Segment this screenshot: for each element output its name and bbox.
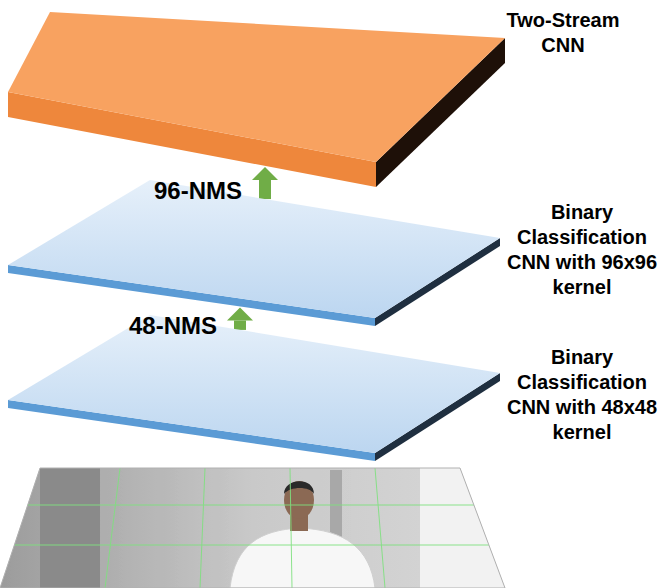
slab-shape xyxy=(8,315,500,461)
slab-top xyxy=(8,180,500,318)
slab-top xyxy=(8,315,500,453)
arrow-shaft xyxy=(234,321,246,330)
classifier-layer: Binary Classification CNN with 96x96 ker… xyxy=(8,180,500,326)
slab-top xyxy=(8,12,505,162)
flow-arrow xyxy=(252,167,278,199)
nms-label: 96-NMS xyxy=(154,177,242,206)
person-hair xyxy=(284,481,314,494)
grid-lines xyxy=(0,468,505,588)
video-frame xyxy=(0,468,510,588)
layer-caption: Binary Classification CNN with 96x96 ker… xyxy=(503,200,661,300)
network-block: Two-Stream CNN xyxy=(8,12,505,187)
classifier-layer: Binary Classification CNN with 48x48 ker… xyxy=(8,315,500,461)
layer-caption: Binary Classification CNN with 48x48 ker… xyxy=(503,345,661,445)
nms-label: 48-NMS xyxy=(129,312,217,341)
slab-shape xyxy=(8,12,505,187)
person-shirt xyxy=(230,528,375,588)
flow-arrow xyxy=(227,308,253,330)
arrow-head xyxy=(227,308,253,321)
arrow-shaft xyxy=(259,180,271,199)
arrow-head xyxy=(252,167,278,180)
person-head xyxy=(284,481,314,519)
layer-caption: Two-Stream CNN xyxy=(503,8,623,58)
wall-shadow xyxy=(40,468,100,588)
frame-border xyxy=(0,468,505,588)
slab-shape xyxy=(8,180,500,326)
door-frame xyxy=(420,468,510,588)
